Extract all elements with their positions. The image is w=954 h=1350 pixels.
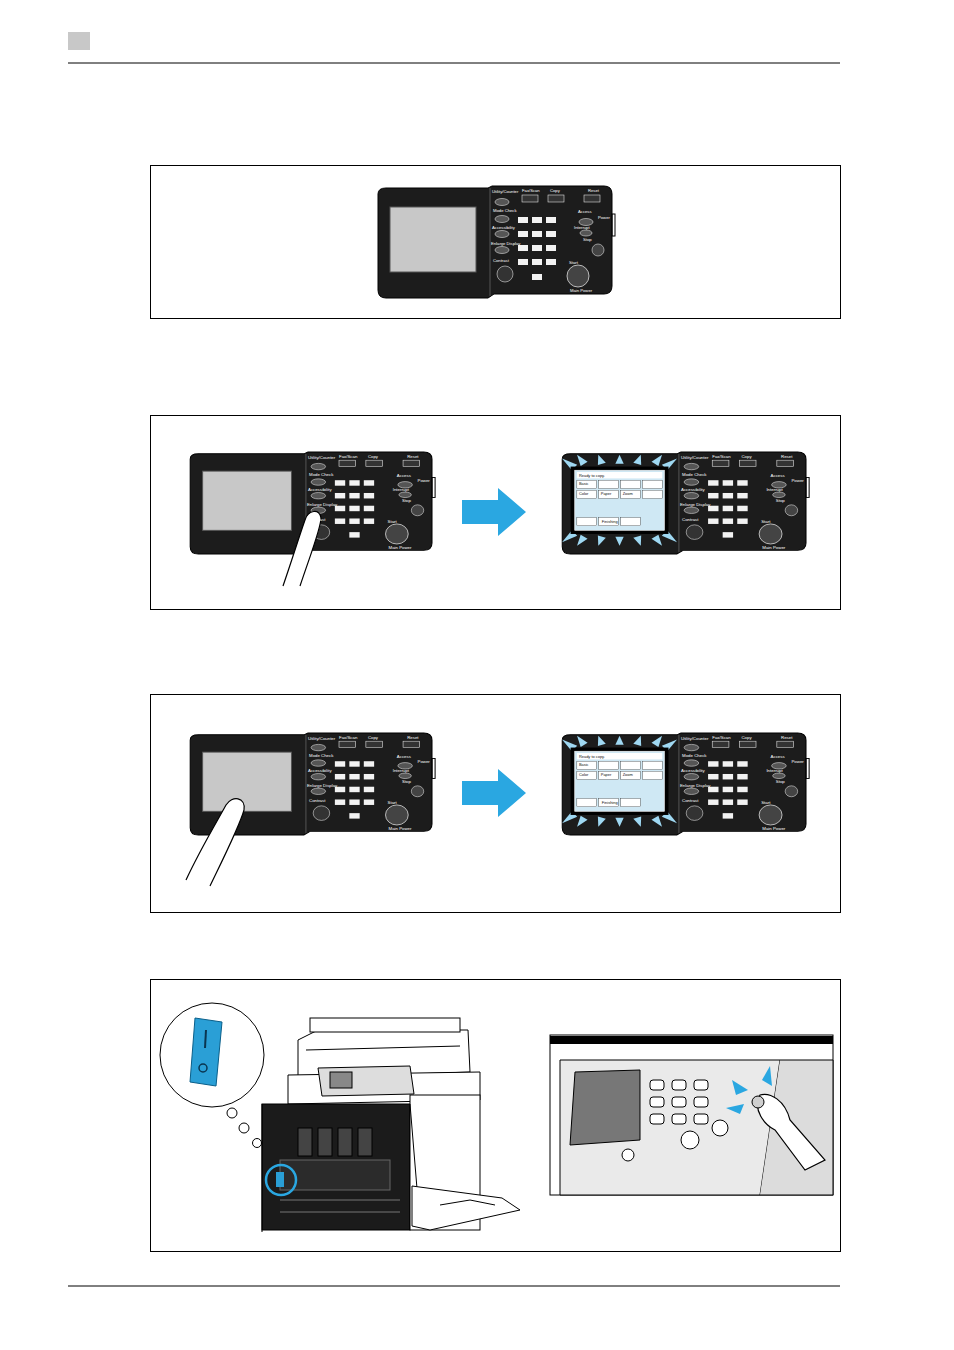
panel-key-label: Utility/Counter: [308, 737, 335, 741]
chapter-tab: [68, 32, 90, 50]
panel-key-label: Reset: [588, 189, 599, 193]
panel-key-label: Copy: [368, 736, 378, 740]
panel-key-label: Mode Check: [309, 754, 333, 758]
screen-text: Ready to copy.: [579, 755, 605, 759]
panel-key-label: Interrupt: [574, 226, 590, 230]
panel-key-label: Copy: [368, 455, 378, 459]
panel-key-label: Stop: [776, 499, 785, 503]
panel-key-label: Mode Check: [493, 209, 517, 213]
panel-key-label: Stop: [402, 499, 411, 503]
panel-key-label: Accessibility: [681, 488, 705, 492]
panel-key-label: Utility/Counter: [492, 190, 518, 194]
panel-key-label: Interrupt: [766, 769, 782, 773]
panel-key-label: Stop: [402, 780, 411, 784]
figure-frame: [151, 166, 841, 319]
screen-text: Ready to copy.: [579, 474, 605, 478]
panel-key-label: Main Power: [762, 546, 785, 550]
panel-key-label: Accessibility: [492, 226, 515, 230]
panel-key-label: Main Power: [389, 827, 412, 831]
panel-key-label: Enlarge Display: [307, 784, 337, 788]
panel-key-label: Fax/Scan: [712, 455, 730, 459]
panel-key-label: Stop: [583, 238, 592, 242]
panel-key-label: Interrupt: [393, 769, 409, 773]
flow-arrow: [462, 488, 526, 536]
panel-key-label: Start: [569, 261, 578, 265]
panel-key-label: Main Power: [762, 827, 785, 831]
panel-key-label: Utility/Counter: [681, 456, 708, 460]
panel-key-label: Fax/Scan: [339, 455, 357, 459]
screen-text: Basic: [579, 763, 589, 767]
panel-key-label: Mode Check: [682, 473, 706, 477]
screen-text: Paper: [601, 492, 612, 496]
panel-key-label: Fax/Scan: [522, 189, 540, 193]
screen-text: Color: [579, 773, 588, 777]
panel-key-label: Contrast: [682, 799, 698, 803]
panel-key-label: Reset: [407, 455, 418, 459]
panel-key-label: Mode Check: [682, 754, 706, 758]
panel-key-label: Access: [397, 474, 411, 478]
panel-key-label: Start: [761, 520, 770, 524]
panel-key-label: Utility/Counter: [681, 737, 708, 741]
control-panel: [562, 452, 809, 554]
panel-key-label: Reset: [407, 736, 418, 740]
screen-text: Finishing: [602, 801, 618, 805]
panel-key-label: Access: [397, 755, 411, 759]
figure-frame: [151, 416, 841, 610]
panel-key-label: Copy: [741, 455, 751, 459]
panel-key-label: Fax/Scan: [712, 736, 730, 740]
panel-key-label: Accessibility: [308, 488, 332, 492]
screen-text: Zoom: [623, 492, 633, 496]
panel-key-label: Interrupt: [393, 488, 409, 492]
panel-key-label: Power: [791, 479, 803, 483]
figure-frame: [151, 695, 841, 913]
panel-key-label: Contrast: [309, 799, 325, 803]
screen-text: Zoom: [623, 773, 633, 777]
machine-illustration: [160, 1003, 833, 1232]
panel-key-label: Interrupt: [766, 488, 782, 492]
panel-key-label: Power: [791, 760, 803, 764]
finger: [186, 511, 321, 886]
panel-key-label: Power: [598, 216, 610, 220]
panel-key-label: Power: [418, 760, 430, 764]
panel-key-label: Start: [388, 801, 397, 805]
panel-key-label: Enlarge Display: [680, 784, 711, 788]
figure-frame: [151, 980, 841, 1252]
panel-key-label: Stop: [776, 780, 785, 784]
panel-key-label: Mode Check: [309, 473, 333, 477]
panel-key-label: Enlarge Display: [307, 503, 337, 507]
panel-key-label: Access: [771, 474, 785, 478]
panel-key-label: Copy: [550, 189, 560, 193]
panel-key-label: Reset: [781, 455, 792, 459]
panel-key-label: Enlarge Display: [491, 242, 520, 246]
panel-key-label: Main Power: [389, 546, 412, 550]
panel-key-label: Copy: [741, 736, 751, 740]
panel-key-label: Accessibility: [308, 769, 332, 773]
panel-key-label: Contrast: [309, 518, 325, 522]
panel-key-label: Access: [578, 210, 592, 214]
screen-text: Paper: [601, 773, 612, 777]
panel-key-label: Accessibility: [681, 769, 705, 773]
screen-text: Finishing: [602, 520, 618, 524]
screen-text: Basic: [579, 482, 589, 486]
panel-key-label: Contrast: [493, 259, 509, 263]
control-panel: [378, 186, 615, 298]
panel-key-label: Main Power: [570, 289, 592, 293]
panel-key-label: Reset: [781, 736, 792, 740]
panel-key-label: Enlarge Display: [680, 503, 711, 507]
footer-rule: [68, 1286, 840, 1287]
panel-key-label: Contrast: [682, 518, 698, 522]
panel-key-label: Start: [388, 520, 397, 524]
screen-text: Color: [579, 492, 588, 496]
panel-key-label: Start: [761, 801, 770, 805]
panel-key-label: Access: [771, 755, 785, 759]
panel-key-label: Utility/Counter: [308, 456, 335, 460]
panel-key-label: Fax/Scan: [339, 736, 357, 740]
header-rule: [68, 63, 840, 64]
control-panel: [562, 733, 809, 835]
flow-arrow: [462, 769, 526, 817]
panel-key-label: Power: [418, 479, 430, 483]
